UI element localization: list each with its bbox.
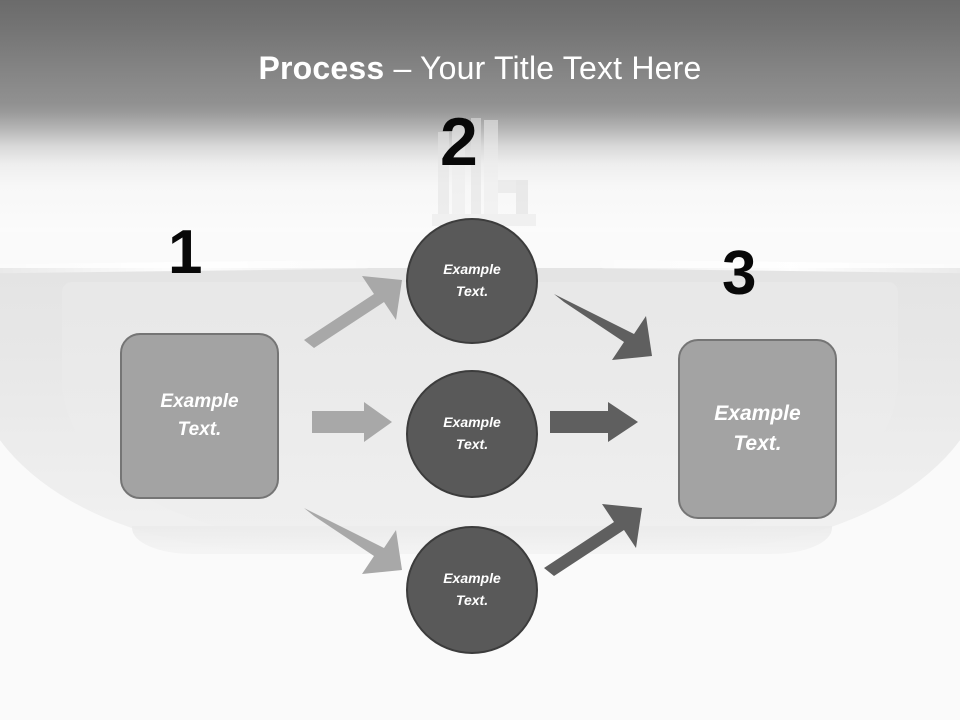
process-box-right-label: Example Text. [714,401,801,455]
arrow-right-icon-in-middle [312,402,394,442]
page-title-bold: Process [258,50,385,86]
process-circle-top-label: Example Text. [443,261,501,299]
arrow-right-icon-out-middle [550,402,640,442]
arrow-up-right-icon-in-top [300,272,406,350]
process-box-left-label: Example Text. [160,391,239,440]
arrow-down-right-icon-out-top [550,286,656,364]
arrow-down-right-icon-in-bottom [300,500,406,578]
page-title: Process – Your Title Text Here [0,50,960,87]
process-box-left[interactable]: Example Text. [120,333,279,499]
process-circle-middle[interactable]: Example Text. [406,370,538,498]
page-title-rest: Your Title Text Here [420,50,702,86]
step-number-2: 2 [440,104,478,180]
page-title-separator: – [384,50,421,86]
process-circle-middle-label: Example Text. [443,414,501,452]
arrow-up-right-icon-out-bottom [540,500,646,578]
process-circle-bottom[interactable]: Example Text. [406,526,538,654]
process-box-right[interactable]: Example Text. [678,339,837,519]
process-circle-bottom-label: Example Text. [443,570,501,608]
step-number-1: 1 [168,218,203,287]
process-circle-top[interactable]: Example Text. [406,218,538,344]
step-number-3: 3 [722,239,757,308]
